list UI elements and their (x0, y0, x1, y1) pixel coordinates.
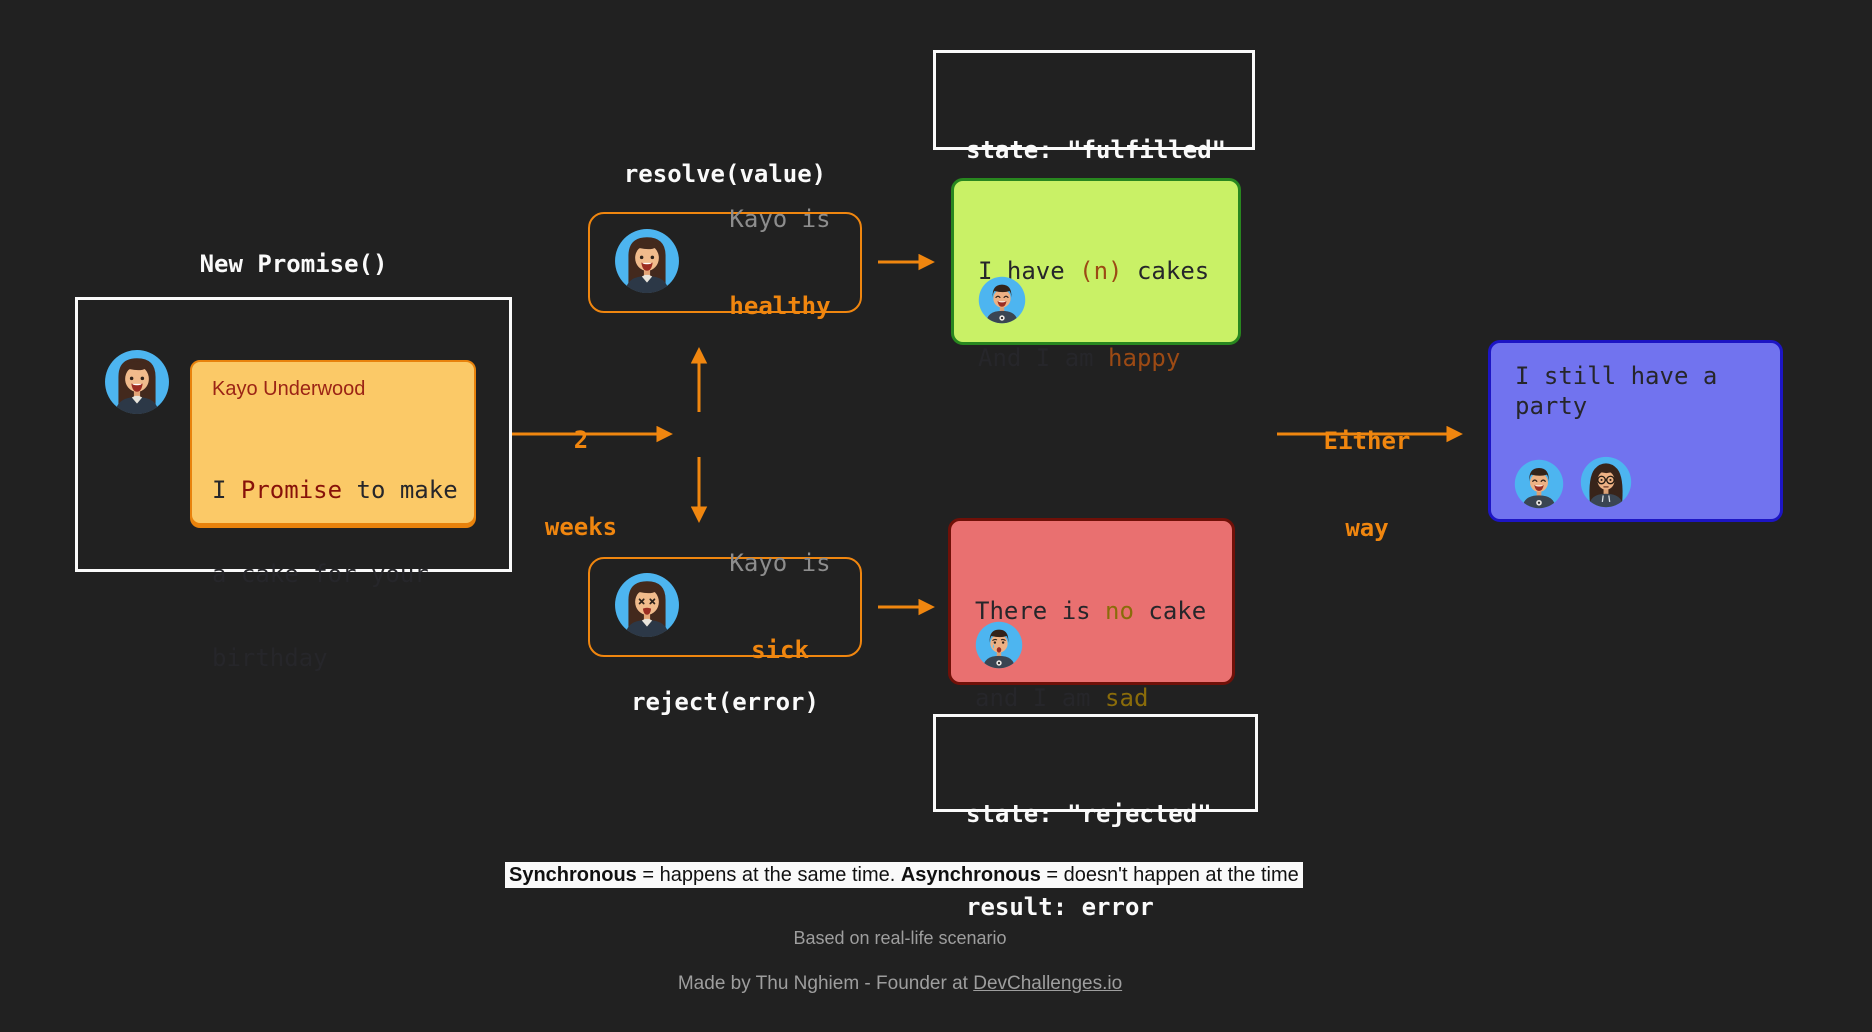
friend-glasses-avatar-icon (1580, 456, 1632, 508)
rejected-state-line: state: "rejected" (966, 800, 1212, 828)
promise-scope-box: Kayo Underwood I Promise to make a cake … (75, 297, 512, 672)
kayo-avatar-icon (104, 349, 170, 415)
text-accent: sad (1105, 684, 1149, 712)
text-part: and I am (975, 684, 1106, 712)
fulfilled-state-line: state: "fulfilled" (966, 136, 1227, 164)
made-by-label: Made by Thu Nghiem - Founder at DevChall… (505, 973, 1295, 995)
promise-text: I Promise to make a cake for your birthd… (212, 420, 458, 728)
reject-label: reject(error) (631, 688, 819, 716)
party-text: I still have a party (1515, 362, 1718, 420)
kayo-healthy-box: Kayo is healthy (588, 205, 862, 320)
duration-label: 2 weeks (516, 368, 646, 600)
fulfilled-result-line2: And I am happy (978, 344, 1214, 373)
text-accent: happy (1108, 344, 1181, 372)
text-part: I have (978, 257, 1080, 285)
friend-happy-avatar-icon (1514, 459, 1564, 509)
text-part: I (212, 476, 241, 504)
promise-line2: a cake for your (212, 560, 429, 588)
rejected-result-line: result: error (966, 893, 1154, 921)
either-way-label: Either way (1297, 369, 1437, 601)
kayo-sick-avatar-icon (614, 572, 680, 638)
party-box: I still have a party (1488, 340, 1783, 522)
made-by-text: Made by Thu Nghiem - Founder at (677, 973, 974, 994)
async-text: = doesn't happen at the time (1040, 864, 1299, 886)
rejected-state-box: state: "rejected" result: error (933, 714, 1258, 921)
text-part: cakes (1122, 257, 1210, 285)
fulfilled-state-box: state: "fulfilled" result: value (933, 50, 1255, 257)
rejected-result-line1: There is no cake (975, 597, 1208, 626)
sync-definition-strip: Synchronous = happens at the same time. … (505, 862, 1303, 888)
duration-line2: weeks (544, 513, 618, 541)
devchallenges-link[interactable]: DevChallenges.io (973, 973, 1123, 994)
text-accent: no (1105, 597, 1134, 625)
friend-happy-avatar-icon (978, 276, 1026, 324)
duration-line1: 2 (573, 426, 589, 454)
actor-name: Kayo is (729, 204, 831, 233)
text-part: to make (342, 476, 458, 504)
based-on-label: Based on real-life scenario (793, 928, 1007, 948)
kayo-sick-box: Kayo is sick (588, 549, 862, 664)
text-accent: Promise (240, 476, 343, 504)
resolve-label: resolve(value) (623, 160, 827, 188)
either-line1: Either (1323, 427, 1411, 455)
kayo-sick-text: Kayo is sick (710, 491, 850, 723)
sync-text: = happens at the same time. (636, 864, 901, 886)
fulfilled-result-box: I have (n) cakes And I am happy (951, 178, 1241, 372)
rejected-result-line2: and I am sad (975, 684, 1208, 713)
promise-line3: birthday (212, 644, 328, 672)
kayo-happy-avatar-icon (614, 228, 680, 294)
friend-sad-avatar-icon (975, 621, 1023, 669)
text-part: And I am (978, 344, 1109, 372)
actor-name: Kayo is (729, 549, 831, 577)
sync-term: Synchronous (509, 864, 637, 886)
actor-state: sick (751, 636, 809, 664)
promise-card: Kayo Underwood I Promise to make a cake … (190, 360, 476, 672)
actor-state: healthy (729, 291, 831, 320)
text-accent: (n) (1079, 257, 1123, 285)
text-part: cake (1133, 597, 1207, 625)
promise-line1: I Promise to make (212, 476, 458, 504)
text-part: There is (975, 597, 1106, 625)
rejected-result-box: There is no cake and I am sad (948, 518, 1235, 712)
async-term: Asynchronous (900, 864, 1041, 886)
fulfilled-result-line1: I have (n) cakes (978, 257, 1214, 286)
kayo-healthy-text: Kayo is healthy (710, 147, 850, 379)
either-line2: way (1345, 514, 1389, 542)
promise-author: Kayo Underwood (212, 378, 366, 400)
new-promise-label: New Promise() (199, 250, 388, 278)
